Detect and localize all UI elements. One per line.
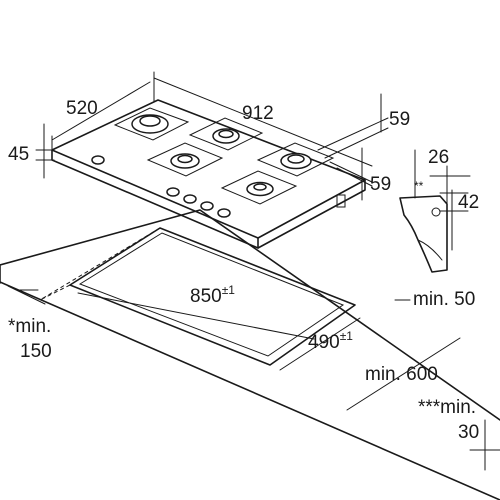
label-height: 45 bbox=[8, 144, 29, 165]
worktop bbox=[0, 209, 500, 500]
label-width: 912 bbox=[242, 103, 274, 124]
knob bbox=[91, 155, 105, 165]
cutout bbox=[39, 227, 356, 366]
hob bbox=[51, 99, 366, 249]
label-min-rear: min. 50 bbox=[413, 289, 475, 310]
label-min-front-value: 150 bbox=[20, 341, 52, 362]
label-min-front: *min. bbox=[8, 316, 51, 337]
label-min-side: ***min. bbox=[418, 397, 476, 418]
label-profile-note: ** bbox=[414, 179, 424, 193]
label-profile-width: 26 bbox=[428, 147, 449, 168]
worktop-dimension-lines bbox=[7, 285, 500, 471]
label-min-worktop: min. 600 bbox=[365, 364, 438, 385]
profile-detail bbox=[399, 149, 471, 273]
label-depth: 520 bbox=[66, 98, 98, 119]
label-rear-clearance-side: 59 bbox=[370, 174, 391, 195]
label-min-side-value: 30 bbox=[458, 422, 479, 443]
label-cutout-depth: 490±1 bbox=[308, 329, 353, 353]
label-cutout-width: 850±1 bbox=[190, 283, 235, 307]
label-profile-height: 42 bbox=[458, 192, 479, 213]
label-rear-clearance-top: 59 bbox=[389, 109, 410, 130]
hob-dimension-lines bbox=[35, 71, 389, 201]
